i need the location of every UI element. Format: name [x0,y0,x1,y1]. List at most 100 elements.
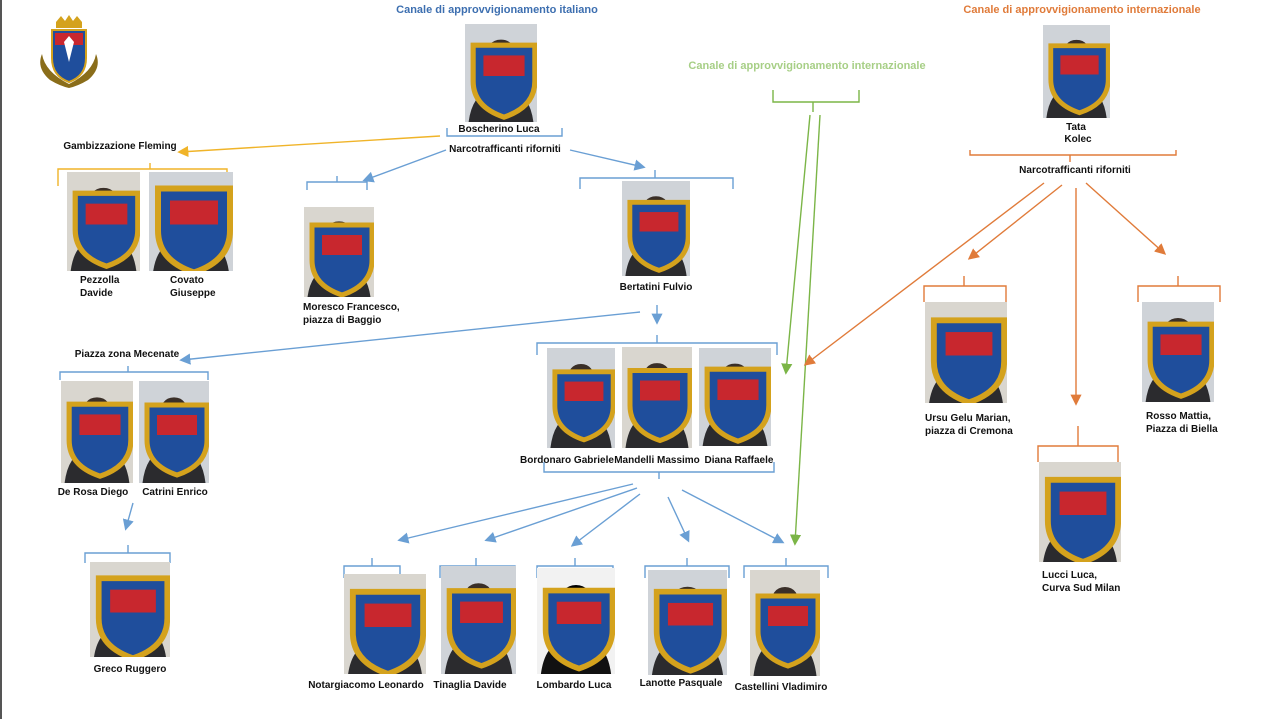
label-supplied-int: Narcotrafficanti riforniti [1019,165,1131,176]
photo-moresco [304,207,374,297]
police-badge-icon [1048,43,1110,116]
police-badge-icon [309,222,374,297]
label-rosso-2: Piazza di Biella [1146,424,1218,435]
police-badge-icon [155,185,233,271]
arrow-to-lanotte [667,496,690,543]
bracket-tata [969,150,1177,162]
label-bordonaro: Bordonaro Gabriele [520,455,614,466]
police-badge-icon [144,402,209,478]
arrow-to-fleming [177,135,441,158]
label-tata-2: Kolec [1064,134,1092,145]
photo-bertatini [622,181,690,276]
photo-diana [699,348,771,446]
label-ursu-2: piazza di Cremona [925,426,1013,437]
photo-castellini [750,570,820,676]
label-covato-1: Covato [170,275,204,286]
label-castellini: Castellini Vladimiro [734,682,828,693]
photo-boscherino [465,24,537,122]
police-badge-icon [627,199,690,273]
label-tata-1: Tata [1066,122,1086,133]
police-badge-icon [542,587,615,672]
photo-pezzolla [67,172,140,271]
label-bertatini: Bertatini Fulvio [619,282,693,293]
label-greco: Greco Ruggero [93,664,167,675]
police-badge-icon [552,369,615,443]
police-badge-icon [470,42,537,120]
label-tinaglia: Tinaglia Davide [433,680,507,691]
arrow-to-castellini [681,489,785,544]
police-badge-icon [704,366,771,444]
police-badge-icon [930,317,1007,403]
bracket-lanotte [644,558,730,578]
photo-mandelli [622,347,692,448]
photo-covato [149,172,233,271]
police-badge-icon [446,588,516,669]
police-badge-icon [1044,476,1121,562]
bracket-fleming [57,163,228,186]
orange-arrow-4 [1085,182,1167,255]
label-mandelli: Mandelli Massimo [614,455,700,466]
bracket-castellini [743,558,829,578]
photo-rosso [1142,302,1214,402]
police-badge-icon [755,593,820,669]
bracket-lombardo [536,558,614,578]
label-lucci-2: Curva Sud Milan [1042,583,1121,594]
label-diana: Diana Raffaele [704,455,774,466]
bracket-greco [84,545,171,563]
police-crest-icon [40,15,98,88]
police-badge-icon [66,401,133,479]
green-arrow-1 [781,114,811,375]
bracket-moresco [306,176,368,190]
left-border [0,0,2,719]
photo-ursu [925,302,1007,403]
label-lanotte: Lanotte Pasquale [639,678,723,689]
police-badge-icon [1147,321,1214,399]
arrow-to-tinaglia [484,487,638,543]
label-boscherino: Boscherino Luca [458,124,540,135]
label-pezzolla-1: Pezzolla [80,275,120,286]
photo-bordonaro [547,348,615,448]
photo-lombardo [537,568,615,674]
police-badge-icon [349,588,426,674]
bracket-boscherino [446,128,563,137]
bracket-lucci [1037,426,1119,462]
police-badge-icon [627,368,692,444]
label-notargiacomo: Notargiacomo Leonardo [308,680,424,691]
photo-lucci [1039,462,1121,562]
green-arrow-2 [789,114,821,546]
international-channel-green-header: Canale di approvvigionamento internazion… [688,60,926,72]
bracket-middle-bottom [543,462,775,479]
photo-lanotte [648,570,727,675]
orange-arrow-1 [803,182,1045,366]
photo-derosa [61,381,133,483]
label-pezzolla-2: Davide [80,288,113,299]
arrow-to-notargiacomo [397,483,634,544]
arrow-to-bertatini [569,149,646,171]
bracket-green [772,90,860,112]
label-derosa: De Rosa Diego [57,487,129,498]
arrow-to-mecenate [179,311,641,365]
bracket-middle-top [536,335,778,355]
label-mecenate: Piazza zona Mecenate [74,349,180,360]
photo-notargiacomo [344,574,426,674]
label-fleming: Gambizzazione Fleming [63,141,177,152]
label-supplied-it: Narcotrafficanti riforniti [449,144,561,155]
arrow-to-lombardo [570,493,641,547]
photo-catrini [139,381,209,483]
label-rosso-1: Rosso Mattia, [1146,411,1212,422]
label-lombardo: Lombardo Luca [536,680,612,691]
label-moresco-1: Moresco Francesco, [303,302,400,313]
police-badge-icon [653,588,727,674]
label-covato-2: Giuseppe [170,288,216,299]
bracket-rosso [1137,276,1221,302]
label-moresco-2: piazza di Baggio [303,315,382,326]
label-lucci-1: Lucci Luca, [1042,570,1098,581]
label-ursu-1: Ursu Gelu Marian, [925,413,1011,424]
bracket-notargiacomo [343,558,401,578]
orange-arrow-2 [967,184,1063,260]
bracket-mecenate [59,366,209,380]
bracket-ursu [923,276,1007,302]
police-badge-icon [72,190,140,269]
police-badge-icon [95,575,170,657]
